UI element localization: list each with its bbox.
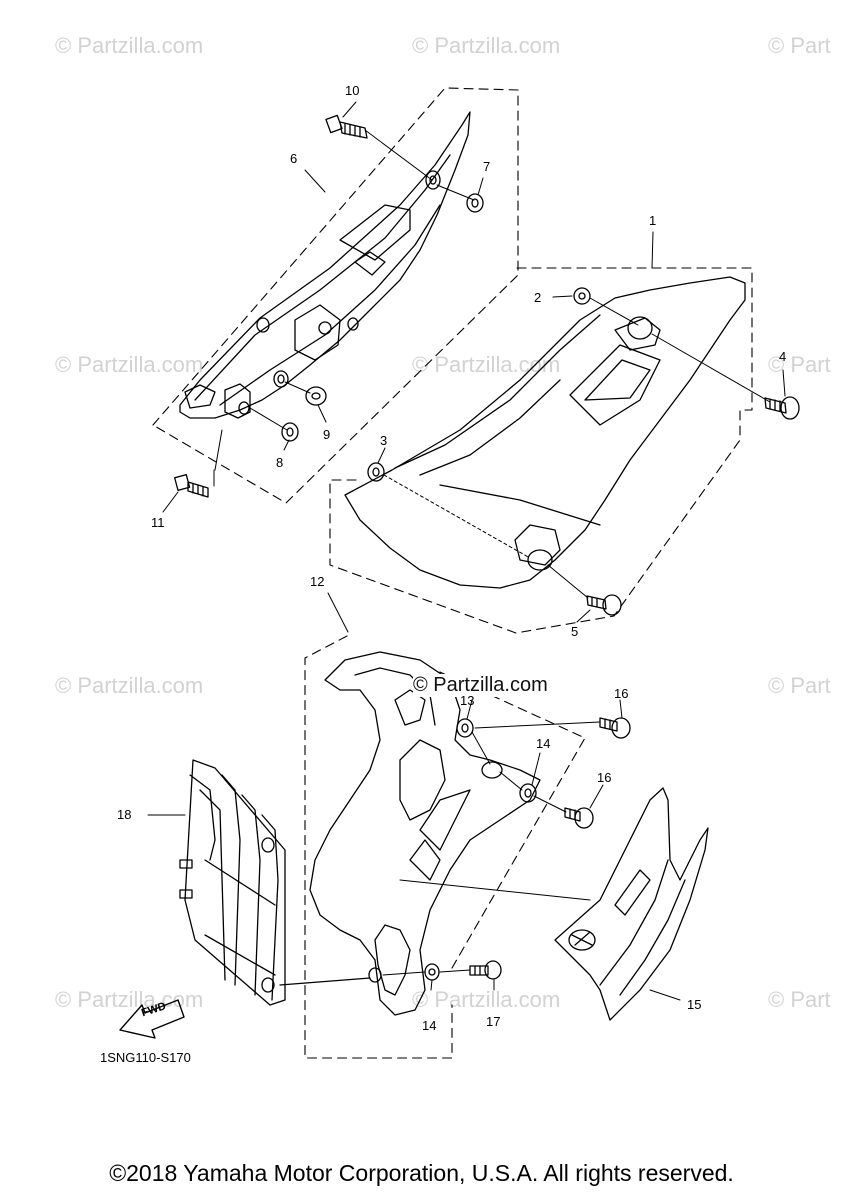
callout-15: 15 <box>687 997 702 1012</box>
collar-part-13 <box>456 718 474 738</box>
callout-11: 11 <box>151 515 165 530</box>
bolt-part-10 <box>325 114 368 139</box>
radiator-louver-part-18 <box>179 759 371 1006</box>
callout-16: 16 <box>597 770 612 785</box>
partzilla-watermark: © Partzilla.com <box>413 674 548 697</box>
watermark: © Part <box>768 33 831 58</box>
callout-16: 16 <box>614 686 629 701</box>
callout-9: 9 <box>323 427 331 442</box>
callout-1: 1 <box>649 213 657 228</box>
copyright-notice: ©2018 Yamaha Motor Corporation, U.S.A. A… <box>109 1160 734 1186</box>
callout-8: 8 <box>276 455 284 470</box>
collar-part-14-lower <box>424 963 440 981</box>
side-cover-outer-part-1 <box>329 267 753 634</box>
watermark: © Partzilla.com <box>55 352 204 377</box>
callout-2: 2 <box>534 290 542 305</box>
washer-part-9 <box>305 386 327 406</box>
leader-lines <box>147 101 786 1001</box>
watermark: © Partzilla.com <box>55 987 204 1012</box>
watermark: © Partzilla.com <box>55 33 204 58</box>
bolt-part-11 <box>174 474 209 498</box>
bolt-part-4 <box>764 396 800 420</box>
bolt-part-16-upper <box>599 717 631 739</box>
collar-part-14-upper <box>519 783 537 803</box>
callout-17: 17 <box>486 1014 501 1029</box>
callout-4: 4 <box>779 349 787 364</box>
collar-part-2 <box>573 287 591 305</box>
watermark: © Partzilla.com <box>412 987 561 1012</box>
watermark: © Part <box>768 673 831 698</box>
collar-part-7 <box>466 193 484 213</box>
watermark: © Part <box>768 987 831 1012</box>
callout-6: 6 <box>290 151 298 166</box>
callout-5: 5 <box>571 624 579 639</box>
callout-14: 14 <box>536 736 551 751</box>
radiator-shroud-part-12 <box>304 635 586 1059</box>
fwd-arrow-icon <box>119 999 185 1039</box>
callout-3: 3 <box>380 433 388 448</box>
callout-14: 14 <box>422 1018 437 1033</box>
callout-12: 12 <box>310 574 325 589</box>
callout-13: 13 <box>460 693 475 708</box>
callout-10: 10 <box>345 83 360 98</box>
side-cover-inner-part-6 <box>152 87 519 504</box>
callout-7: 7 <box>483 159 491 174</box>
watermark: © Part <box>768 352 831 377</box>
watermark: © Partzilla.com <box>55 673 204 698</box>
decal-part-15 <box>554 787 709 1021</box>
collar-part-3 <box>367 462 385 482</box>
bolt-part-5 <box>586 594 622 616</box>
bolt-part-16-lower <box>564 807 594 829</box>
callout-18: 18 <box>117 807 132 822</box>
diagram-code: 1SNG110-S170 <box>100 1050 191 1065</box>
bolt-part-17 <box>469 960 502 980</box>
watermark: © Partzilla.com <box>412 33 561 58</box>
collar-part-8 <box>281 422 299 442</box>
